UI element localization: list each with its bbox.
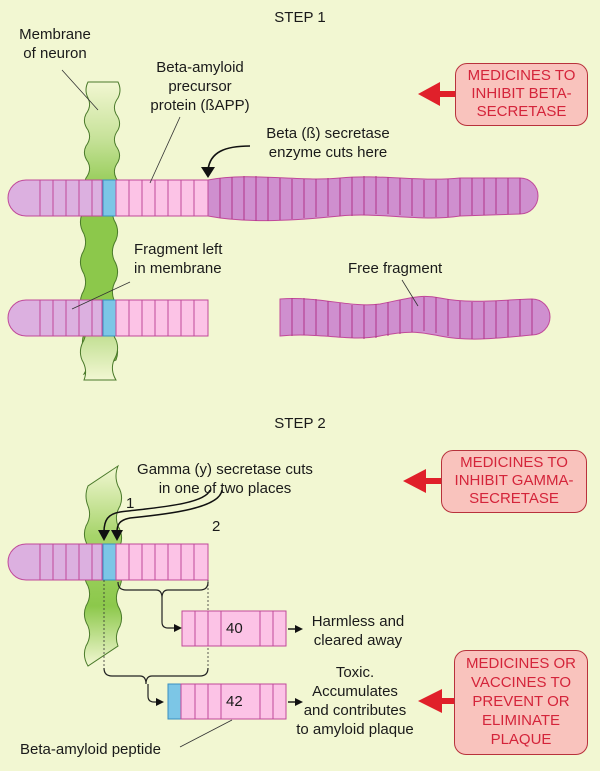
outcome-42-line: and contributes <box>303 702 407 719</box>
precursor-label-line: Beta-amyloid <box>156 59 244 76</box>
beta-cut-arrow <box>201 145 251 178</box>
outcome-42-line: Accumulates <box>312 683 398 700</box>
fragment-left-label-line: Fragment left <box>134 241 223 258</box>
cut-site-2-label: 2 <box>212 518 221 535</box>
outcome-42-line: to amyloid plaque <box>296 721 414 738</box>
gamma-label: Gamma (y) secretase cuts in one of two p… <box>125 460 325 498</box>
red-arrow-plaque <box>418 689 462 713</box>
callout-line: VACCINES TO <box>470 674 572 691</box>
gamma-cut-arrows <box>103 489 223 533</box>
membrane-label-line: of neuron <box>23 45 87 62</box>
beta-cut-label-line: enzyme cuts here <box>268 144 388 161</box>
callout-line: INHIBIT GAMMA- <box>454 472 574 489</box>
beta-cut-label-line: Beta (ß) secretase <box>266 125 390 142</box>
step2-title: STEP 2 <box>274 415 326 432</box>
peptide-40 <box>181 610 287 647</box>
beta-amyloid-peptide-label: Beta-amyloid peptide <box>20 741 161 758</box>
free-fragment <box>279 295 551 340</box>
outcome-42-label: Toxic. Accumulates and contributes to am… <box>285 663 425 739</box>
callout-line: SECRETASE <box>476 103 567 120</box>
fragment-left-label: Fragment left in membrane <box>134 240 222 278</box>
precursor-label-line: protein (ßAPP) <box>150 97 250 114</box>
outcome-42-line: Toxic. <box>335 664 375 681</box>
callout-inhibit-beta-secretase: MEDICINES TO INHIBIT BETA- SECRETASE <box>455 63 588 126</box>
callout-line: PREVENT OR <box>472 693 570 710</box>
peptide-42-label: 42 <box>226 693 243 710</box>
peptide-40-label: 40 <box>226 620 243 637</box>
peptide-label-leader <box>179 719 233 748</box>
step2-protein <box>7 543 209 581</box>
cut-site-1-arrowhead <box>98 530 110 541</box>
cut-site-1-label: 1 <box>126 495 135 512</box>
peptide-42 <box>167 683 287 720</box>
callout-line: SECRETASE <box>469 490 559 507</box>
outcome-40-line: cleared away <box>313 632 403 649</box>
arrow-to-40 <box>174 624 182 632</box>
membrane-label-line: Membrane <box>19 26 91 43</box>
callout-line: PLAQUE <box>490 731 552 748</box>
gamma-label-line: in one of two places <box>158 480 292 497</box>
membrane-label: Membrane of neuron <box>15 25 95 63</box>
callout-line: MEDICINES OR <box>465 655 576 672</box>
precursor-label-line: precursor <box>168 78 232 95</box>
arrow-to-42 <box>156 698 164 706</box>
beta-app-full <box>7 176 539 222</box>
callout-prevent-plaque: MEDICINES OR VACCINES TO PREVENT OR ELIM… <box>454 650 588 755</box>
callout-inhibit-gamma-secretase: MEDICINES TO INHIBIT GAMMA- SECRETASE <box>441 450 587 513</box>
step1-title: STEP 1 <box>274 9 326 26</box>
red-arrow-gamma <box>403 469 444 493</box>
red-arrow-beta <box>418 82 456 106</box>
fragment-left-in-membrane <box>7 299 209 337</box>
gamma-label-line: Gamma (y) secretase cuts <box>137 461 313 478</box>
beta-cut-label: Beta (ß) secretase enzyme cuts here <box>248 124 408 162</box>
outcome-40-line: Harmless and <box>311 613 405 630</box>
step1-leader-lines <box>61 69 419 310</box>
callout-line: INHIBIT BETA- <box>471 85 572 102</box>
bracket-40 <box>117 581 209 629</box>
cut-site-2-arrowhead <box>111 530 123 541</box>
callout-line: ELIMINATE <box>481 712 561 729</box>
free-fragment-label: Free fragment <box>348 260 443 277</box>
callout-line: MEDICINES TO <box>467 67 576 84</box>
callout-line: MEDICINES TO <box>460 454 568 471</box>
bracket-42 <box>103 667 209 703</box>
fragment-left-label-line: in membrane <box>134 260 222 277</box>
outcome-arrows <box>288 625 303 706</box>
precursor-label: Beta-amyloid precursor protein (ßAPP) <box>130 58 270 115</box>
outcome-40-label: Harmless and cleared away <box>303 612 413 650</box>
